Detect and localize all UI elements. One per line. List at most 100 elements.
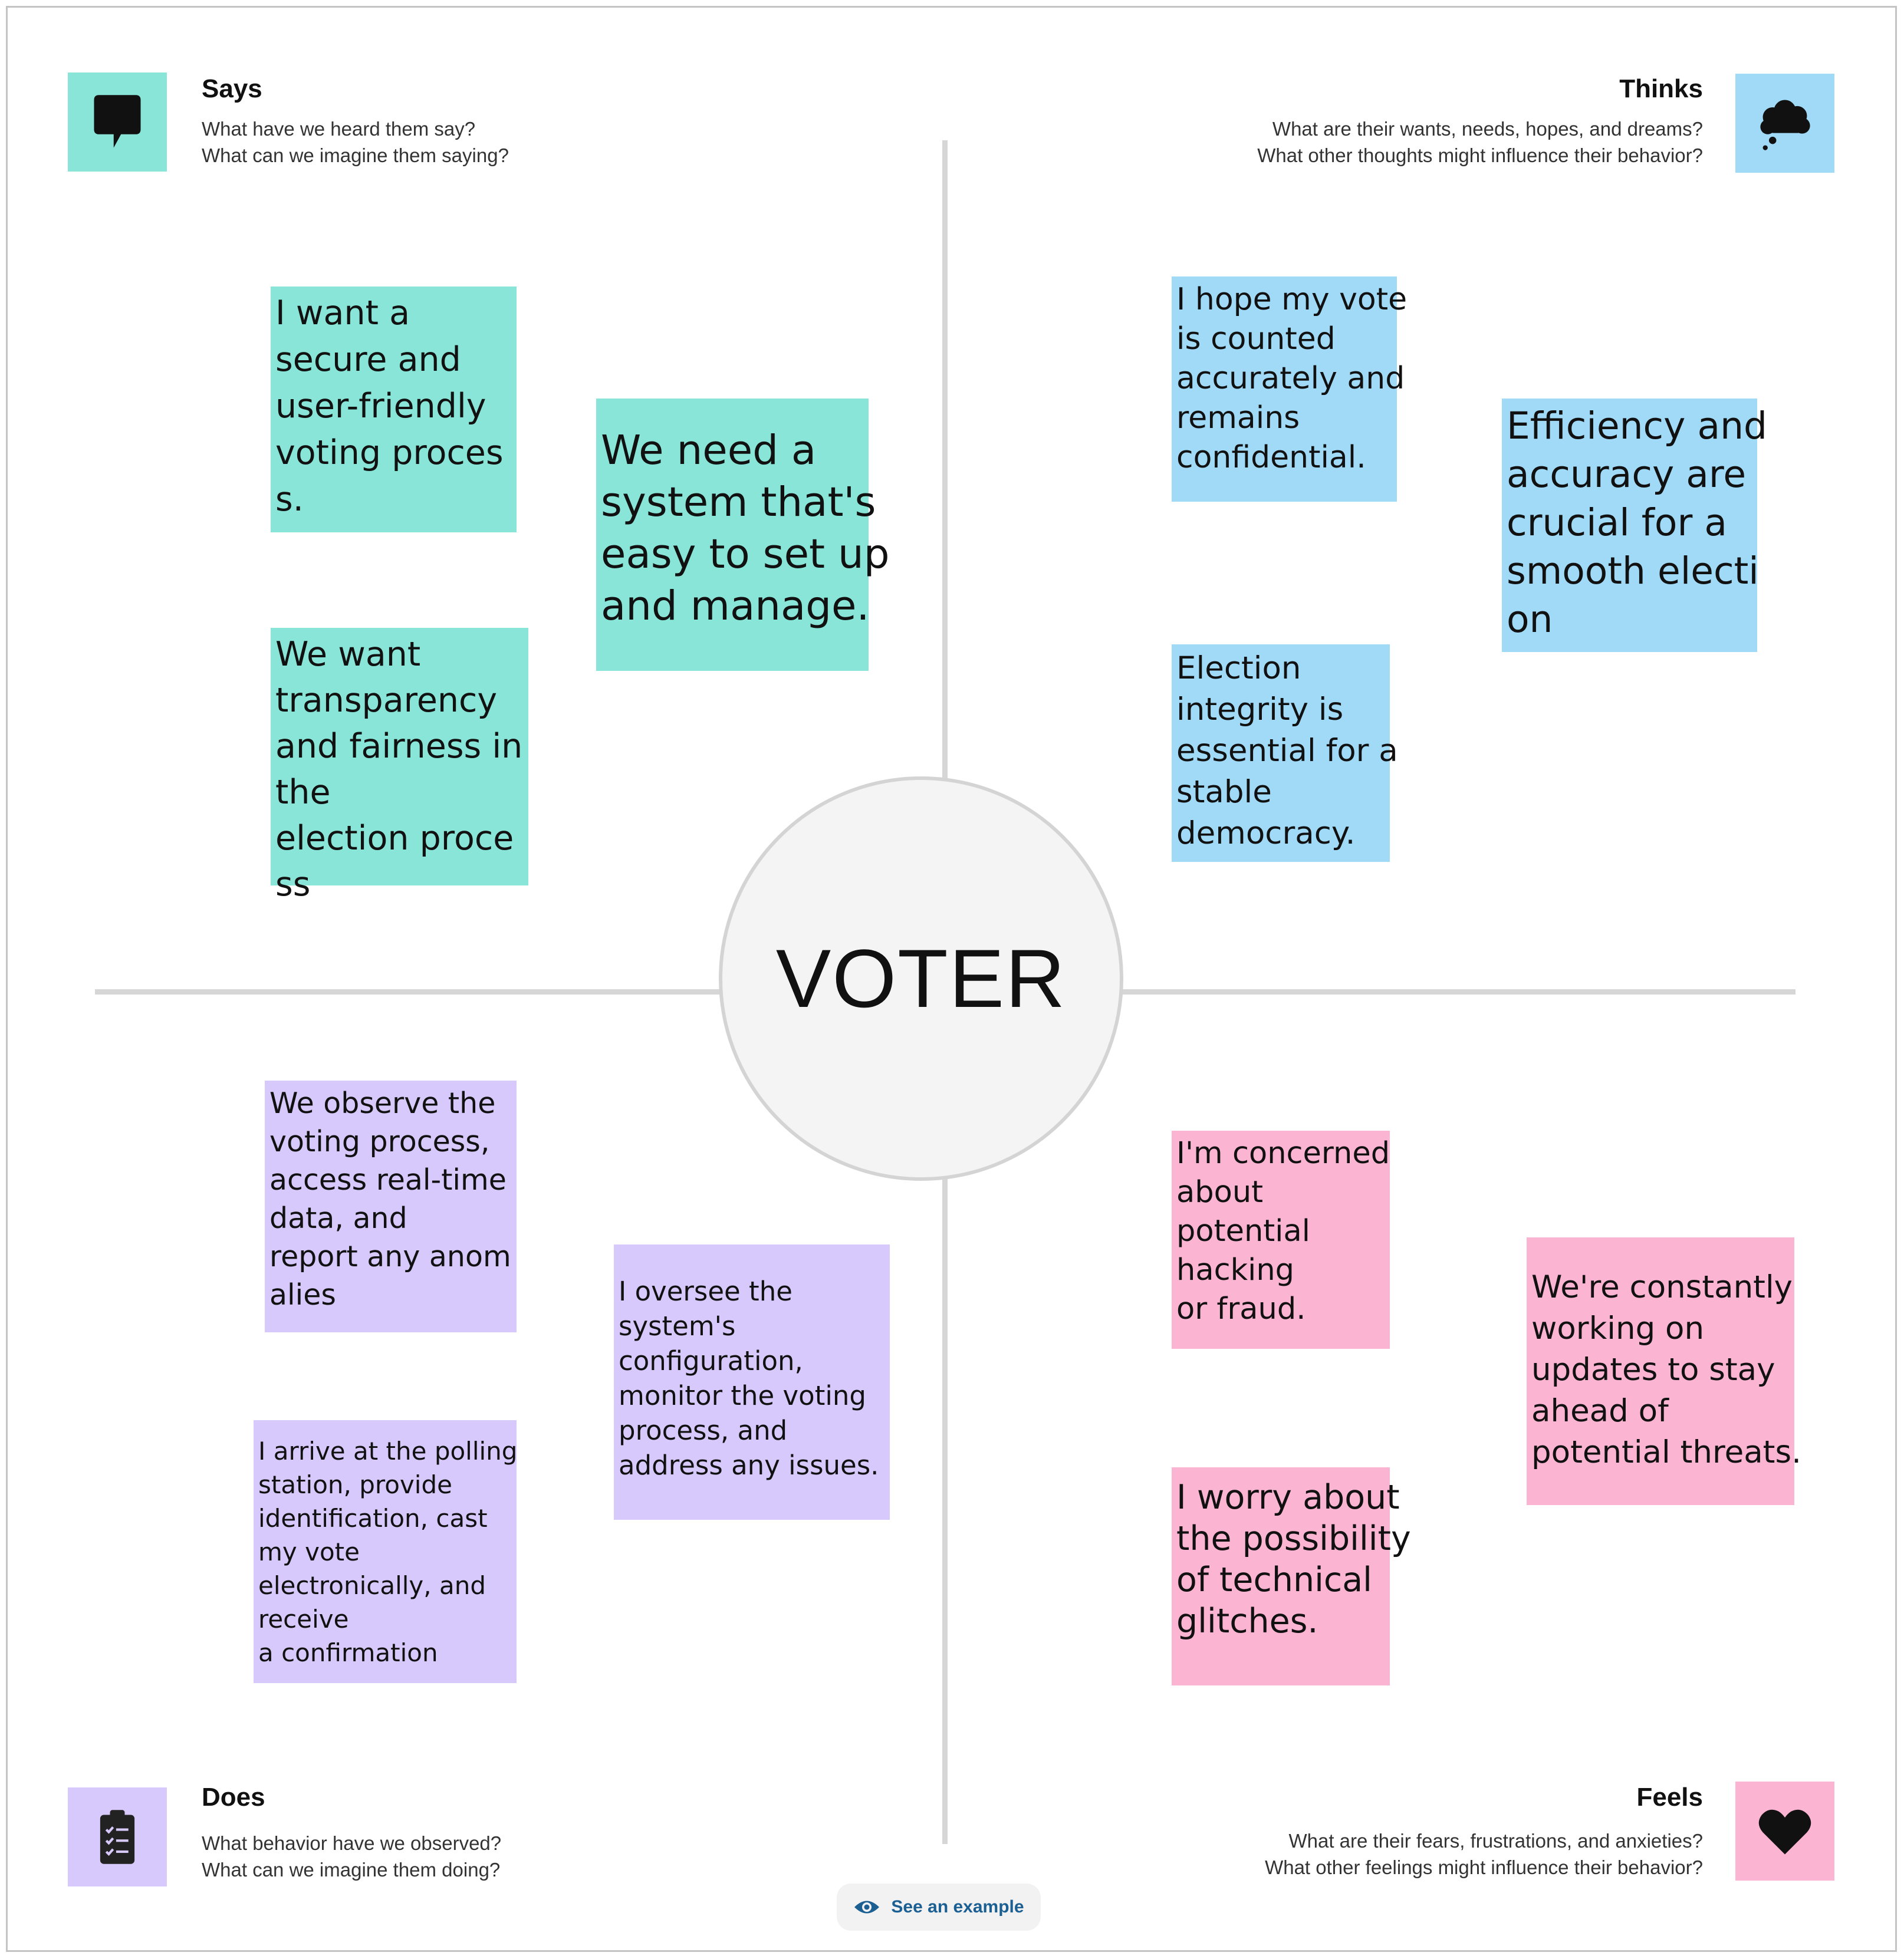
note-line: confidential. (1176, 440, 1366, 475)
note-line: ss (275, 865, 311, 904)
note-line: the possibility (1176, 1519, 1411, 1558)
sticky-note[interactable]: I oversee the system's configuration, mo… (614, 1244, 890, 1520)
note-line: We need a (601, 427, 817, 474)
says-prompt-2: What can we imagine them saying? (202, 144, 509, 166)
note-line: Election (1176, 650, 1301, 686)
note-line: easy to set up (601, 531, 890, 578)
note-line: of technical (1176, 1560, 1373, 1599)
note-line: voting proces (275, 433, 504, 472)
sticky-note[interactable]: We're constantly working on updates to s… (1527, 1237, 1801, 1505)
eye-icon (854, 1901, 880, 1914)
sticky-note[interactable]: We observe the voting process, access re… (265, 1081, 517, 1332)
note-line: voting process, (269, 1125, 490, 1158)
sticky-note[interactable]: We want transparency and fairness in the… (271, 628, 528, 904)
does-title: Does (202, 1783, 265, 1812)
note-line: We want (275, 635, 421, 674)
heart-icon (1758, 1809, 1811, 1855)
note-line: s. (275, 480, 304, 519)
note-line: stable (1176, 774, 1272, 810)
thinks-subtitle: What are their wants, needs, hopes, and … (1257, 116, 1703, 169)
note-line: the (275, 773, 331, 812)
note-line: ahead of (1531, 1393, 1669, 1429)
note-line: system that's (601, 479, 876, 526)
note-line: a confirmation (258, 1638, 438, 1667)
note-line: is counted (1176, 321, 1336, 357)
note-line: potential (1176, 1214, 1310, 1249)
note-line: address any issues. (619, 1450, 879, 1481)
sticky-note[interactable]: I'm concerned about potential hacking or… (1172, 1131, 1390, 1349)
horizontal-divider-left (95, 989, 721, 995)
note-line: user-friendly (275, 387, 486, 426)
feels-subtitle: What are their fears, frustrations, and … (1265, 1828, 1703, 1881)
feels-icon-tile (1735, 1782, 1834, 1881)
note-line: transparency (275, 681, 498, 720)
note-line: system's (619, 1311, 736, 1342)
note-line: crucial for a (1507, 501, 1728, 544)
note-line: democracy. (1176, 815, 1356, 851)
thought-cloud-icon (1760, 100, 1810, 150)
see-example-label: See an example (891, 1897, 1024, 1917)
note-line: smooth electi (1507, 549, 1759, 592)
vertical-divider-bottom (942, 1179, 948, 1844)
note-line: I hope my vote (1176, 282, 1408, 317)
persona-circle: VOTER (719, 776, 1123, 1181)
feels-prompt-2: What other feelings might influence thei… (1265, 1856, 1703, 1878)
sticky-note[interactable]: I arrive at the polling station, provide… (254, 1420, 517, 1683)
note-line: remains (1176, 400, 1300, 436)
note-line: on (1507, 598, 1553, 641)
note-line: access real-time (269, 1163, 507, 1197)
sticky-note[interactable]: Election integrity is essential for a st… (1172, 644, 1398, 862)
note-line: secure and (275, 340, 461, 379)
sticky-note[interactable]: We need a system that's easy to set up a… (596, 399, 890, 671)
says-subtitle: What have we heard them say? What can we… (202, 116, 509, 169)
note-line: identification, cast (258, 1504, 488, 1533)
note-line: integrity is (1176, 692, 1344, 727)
thinks-title: Thinks (1619, 74, 1703, 103)
note-line: receive (258, 1605, 349, 1634)
note-line: my vote (258, 1537, 360, 1566)
note-line: potential threats. (1531, 1434, 1801, 1470)
note-line: We're constantly (1531, 1269, 1793, 1305)
note-line: I worry about (1176, 1478, 1400, 1517)
feels-title: Feels (1636, 1783, 1703, 1812)
note-line: accurately and (1176, 361, 1405, 396)
vertical-divider-top (942, 140, 948, 778)
persona-label: VOTER (775, 932, 1067, 1025)
note-line: Efficiency and (1507, 404, 1768, 447)
horizontal-divider-right (1122, 989, 1796, 995)
note-line: I want a (275, 294, 410, 332)
sticky-note[interactable]: I want a secure and user-friendly voting… (271, 287, 517, 532)
does-icon-tile (68, 1787, 167, 1886)
note-line: or fraud. (1176, 1292, 1306, 1326)
note-line: and fairness in (275, 727, 523, 766)
note-line: I'm concerned (1176, 1136, 1390, 1171)
feels-prompt-1: What are their fears, frustrations, and … (1288, 1830, 1703, 1852)
note-line: hacking (1176, 1253, 1295, 1288)
note-line: data, and (269, 1201, 407, 1235)
note-line: essential for a (1176, 733, 1398, 769)
does-prompt-1: What behavior have we observed? (202, 1832, 502, 1854)
note-line: electronically, and (258, 1571, 486, 1600)
says-prompt-1: What have we heard them say? (202, 118, 476, 140)
note-line: updates to stay (1531, 1352, 1775, 1388)
sticky-note[interactable]: Efficiency and accuracy are crucial for … (1502, 399, 1768, 652)
note-line: election proce (275, 819, 514, 858)
sticky-note[interactable]: I hope my vote is counted accurately and… (1172, 276, 1408, 502)
note-line: accuracy are (1507, 453, 1747, 496)
does-prompt-2: What can we imagine them doing? (202, 1859, 501, 1881)
note-line: and manage. (601, 582, 870, 630)
clipboard-icon (100, 1810, 135, 1864)
note-line: We observe the (269, 1086, 496, 1120)
thinks-prompt-2: What other thoughts might influence thei… (1257, 144, 1703, 166)
note-line: I arrive at the polling (258, 1437, 518, 1466)
says-title: Says (202, 74, 262, 103)
note-line: process, and (619, 1415, 788, 1446)
speech-bubble-icon (94, 95, 141, 148)
see-example-button[interactable]: See an example (837, 1884, 1041, 1931)
sticky-note[interactable]: I worry about the possibility of technic… (1172, 1467, 1411, 1685)
note-line: I oversee the (619, 1276, 792, 1307)
thinks-icon-tile (1735, 74, 1834, 173)
note-line: configuration, (619, 1345, 803, 1377)
note-line: report any anom (269, 1240, 511, 1273)
note-line: about (1176, 1175, 1264, 1210)
